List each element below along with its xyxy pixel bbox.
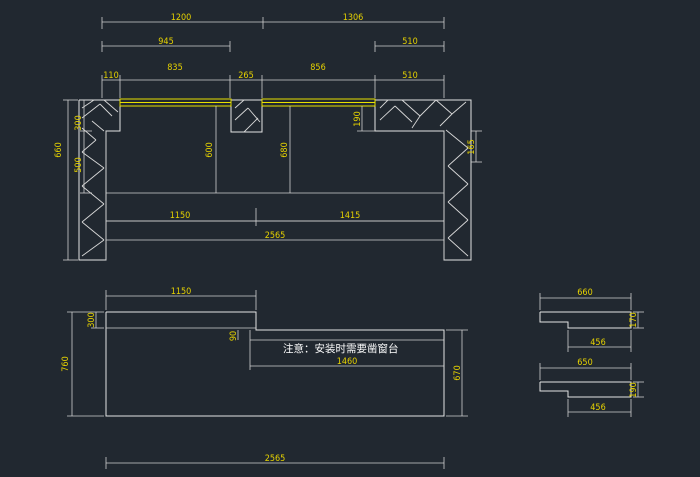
detail-section-bottom xyxy=(539,363,644,417)
dim-elev-left xyxy=(67,311,104,417)
elevation-view: 1150 760 300 90 注意：安装时需要凿窗台 1460 670 xyxy=(61,287,468,469)
elevation-outline xyxy=(105,311,445,417)
dim-row-lower xyxy=(105,208,445,244)
dim-1306: 1306 xyxy=(343,13,364,23)
dim-190: 190 xyxy=(353,111,363,126)
dim-left-plan xyxy=(63,99,92,261)
dim-elev-300: 300 xyxy=(87,312,97,327)
dim-elev-2565: 2565 xyxy=(265,454,286,464)
dim-elev-1460: 1460 xyxy=(337,357,358,367)
detail-top-660: 660 xyxy=(577,288,592,298)
dim-510-upper: 510 xyxy=(402,37,417,47)
installation-note: 注意：安装时需要凿窗台 xyxy=(283,342,399,355)
dim-945: 945 xyxy=(158,37,173,47)
detail-bottom-190: 190 xyxy=(629,382,639,397)
plan-glass-strips xyxy=(119,98,376,107)
dim-265: 265 xyxy=(238,71,253,81)
detail-top-170: 170 xyxy=(629,312,639,327)
dim-elev-top xyxy=(105,290,257,310)
dim-plan-1415: 1415 xyxy=(340,211,361,221)
dim-plan-1150: 1150 xyxy=(170,211,191,221)
dim-elev-bottom xyxy=(105,457,445,469)
dim-left-300: 300 xyxy=(74,115,84,130)
dim-elev-670: 670 xyxy=(453,365,463,380)
detail-bottom-650: 650 xyxy=(577,358,592,368)
dim-elev-right xyxy=(446,329,468,417)
dim-110: 110 xyxy=(103,71,118,81)
dim-elev-760: 760 xyxy=(61,356,71,371)
dim-elev-1150: 1150 xyxy=(171,287,192,297)
dim-plan-2565: 2565 xyxy=(265,231,286,241)
plan-wall-hatching xyxy=(81,99,469,257)
dim-835: 835 xyxy=(167,63,182,73)
dim-510-lower: 510 xyxy=(402,71,417,81)
dim-row-second xyxy=(101,41,445,52)
dim-row-third xyxy=(101,75,445,98)
detail-top-456: 456 xyxy=(590,338,605,348)
plan-view: 1200 1306 945 510 110 835 265 856 510 xyxy=(54,13,482,261)
dim-1200: 1200 xyxy=(171,13,192,23)
dim-elev-90: 90 xyxy=(229,331,239,341)
dim-row-top xyxy=(101,17,445,29)
dim-856: 856 xyxy=(310,63,325,73)
dim-right-plan xyxy=(471,130,482,163)
dim-left-660: 660 xyxy=(54,142,64,157)
dim-right-165: 165 xyxy=(467,139,477,154)
dim-left-500: 500 xyxy=(74,157,84,172)
dim-mid-680: 680 xyxy=(280,142,290,157)
dim-mid-600: 600 xyxy=(205,142,215,157)
detail-section-top xyxy=(539,293,644,352)
detail-bottom-456: 456 xyxy=(590,403,605,413)
